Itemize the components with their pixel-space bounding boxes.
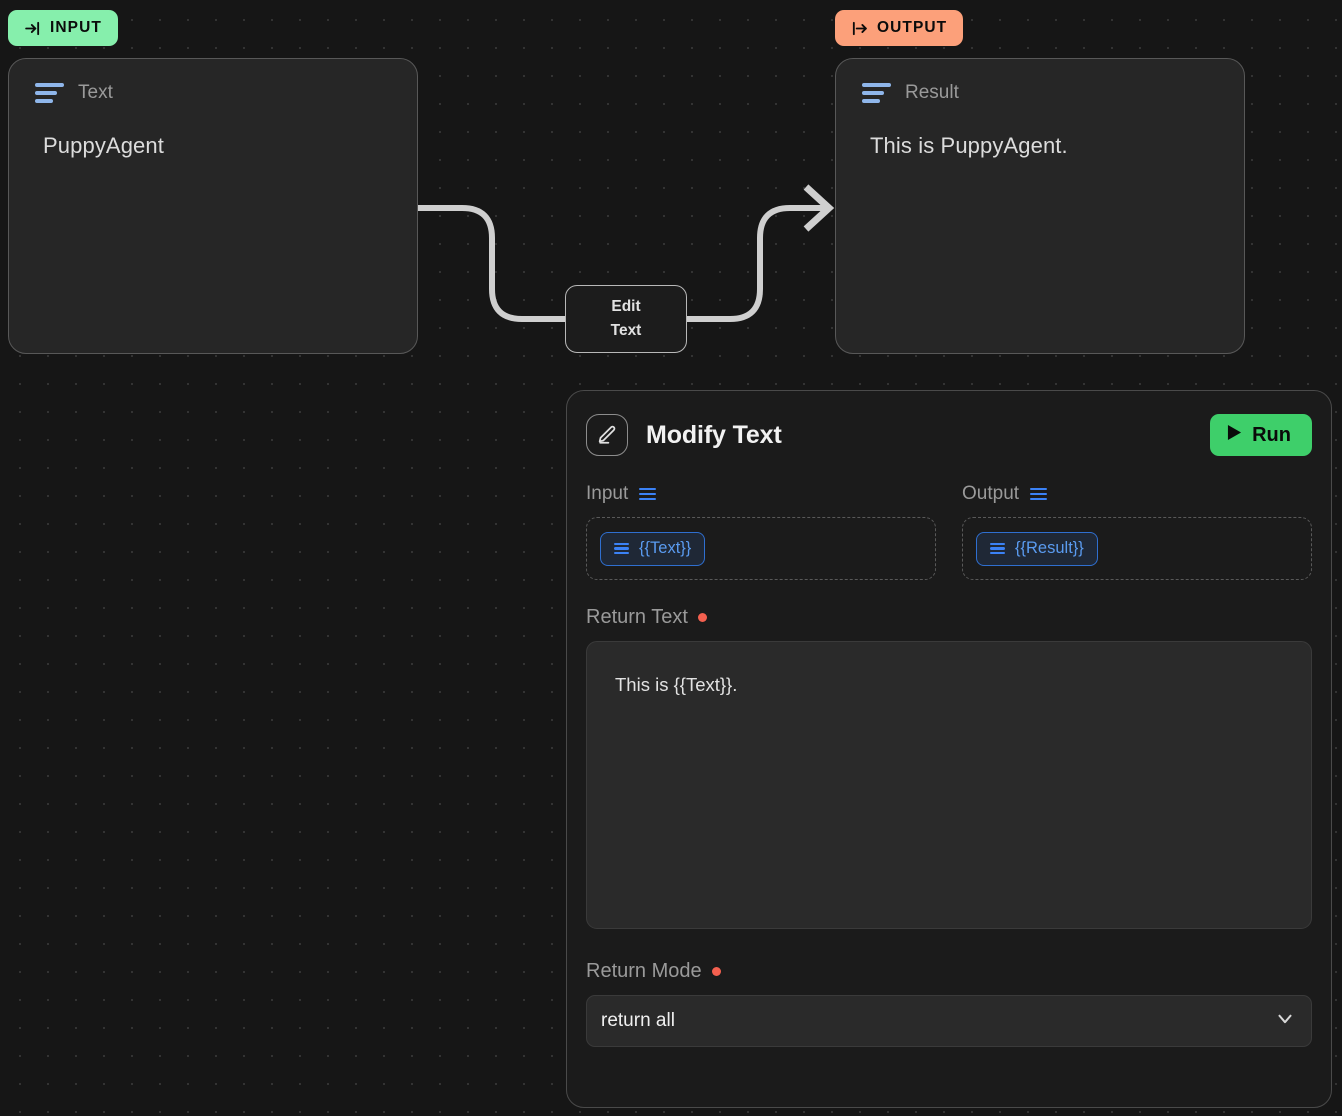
input-dropzone[interactable]: {{Text}} — [586, 517, 936, 580]
input-variable-chip[interactable]: {{Text}} — [600, 531, 706, 566]
input-variable-chip-label: {{Text}} — [639, 539, 692, 557]
edit-text-node-line1: Edit — [611, 297, 641, 315]
text-lines-icon — [639, 487, 657, 501]
output-badge-label: OUTPUT — [877, 19, 948, 36]
panel-input-column: Input {{Text}} — [586, 483, 936, 580]
panel-output-label: Output — [962, 483, 1020, 504]
return-text-field: Return Text — [586, 606, 1312, 934]
output-card-header: Result — [862, 81, 1218, 105]
return-mode-select[interactable]: return all — [586, 995, 1312, 1047]
play-icon — [1227, 424, 1242, 447]
input-badge: INPUT — [8, 10, 118, 46]
output-card-value: This is PuppyAgent. — [870, 133, 1068, 158]
input-card-value[interactable]: PuppyAgent — [43, 133, 164, 158]
text-lines-icon — [990, 542, 1005, 555]
required-indicator-dot — [697, 613, 707, 622]
input-badge-label: INPUT — [50, 19, 102, 36]
connector-edges — [418, 184, 835, 322]
panel-output-column: Output {{Result}} — [962, 483, 1312, 580]
text-lines-icon — [35, 83, 64, 103]
text-lines-icon — [1030, 487, 1048, 501]
return-mode-label: Return Mode — [586, 960, 702, 982]
output-variable-chip[interactable]: {{Result}} — [976, 531, 1098, 566]
output-node-card[interactable]: Result This is PuppyAgent. — [835, 58, 1245, 354]
pencil-edit-icon — [586, 414, 628, 456]
input-card-title: Text — [78, 82, 113, 103]
text-lines-icon — [614, 542, 629, 555]
text-lines-icon — [862, 83, 891, 103]
panel-input-label: Input — [586, 483, 629, 504]
arrow-into-bar-icon — [24, 20, 41, 37]
return-text-label-row: Return Text — [586, 606, 1312, 629]
return-mode-label-row: Return Mode — [586, 960, 1312, 983]
run-button-label: Run — [1252, 423, 1291, 446]
panel-input-label-row: Input — [586, 483, 936, 505]
return-mode-select-wrap: return all — [586, 995, 1312, 1047]
panel-header: Modify Text Run — [586, 413, 1312, 457]
panel-title: Modify Text — [646, 420, 782, 449]
output-badge: OUTPUT — [835, 10, 964, 46]
input-node-card[interactable]: Text PuppyAgent — [8, 58, 418, 354]
panel-output-label-row: Output — [962, 483, 1312, 505]
panel-io-row: Input {{Text}} Output — [586, 483, 1312, 580]
edit-text-node-line2: Text — [610, 322, 642, 339]
input-card-header: Text — [35, 81, 391, 105]
output-card-title: Result — [905, 82, 959, 103]
output-dropzone[interactable]: {{Result}} — [962, 517, 1312, 580]
edit-text-node[interactable]: Edit Text — [565, 285, 687, 353]
return-text-label: Return Text — [586, 606, 688, 628]
return-text-input[interactable] — [586, 641, 1312, 929]
output-variable-chip-label: {{Result}} — [1015, 539, 1084, 557]
return-mode-selected-value: return all — [601, 1010, 675, 1031]
run-button[interactable]: Run — [1210, 414, 1312, 456]
required-indicator-dot — [711, 967, 721, 976]
bar-out-arrow-icon — [851, 20, 868, 37]
return-mode-field: Return Mode return all — [586, 960, 1312, 1047]
modify-text-panel: Modify Text Run Input {{Text}} — [566, 390, 1332, 1108]
